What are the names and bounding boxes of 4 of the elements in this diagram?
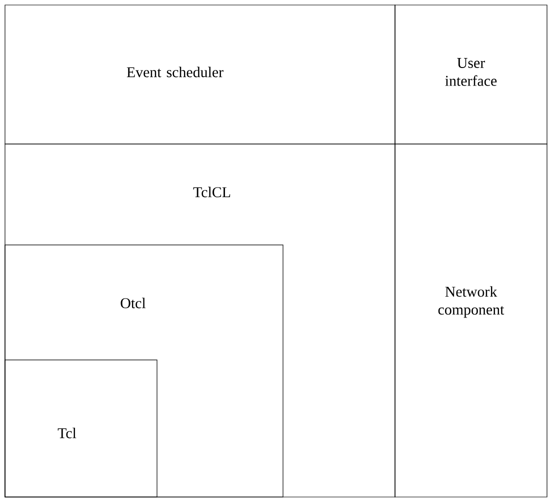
layer-box: Network component bbox=[394, 144, 548, 498]
layer-box: User interface bbox=[394, 4, 548, 144]
layer-box: Event scheduler bbox=[4, 4, 396, 144]
layer-box: Tcl bbox=[4, 360, 158, 498]
